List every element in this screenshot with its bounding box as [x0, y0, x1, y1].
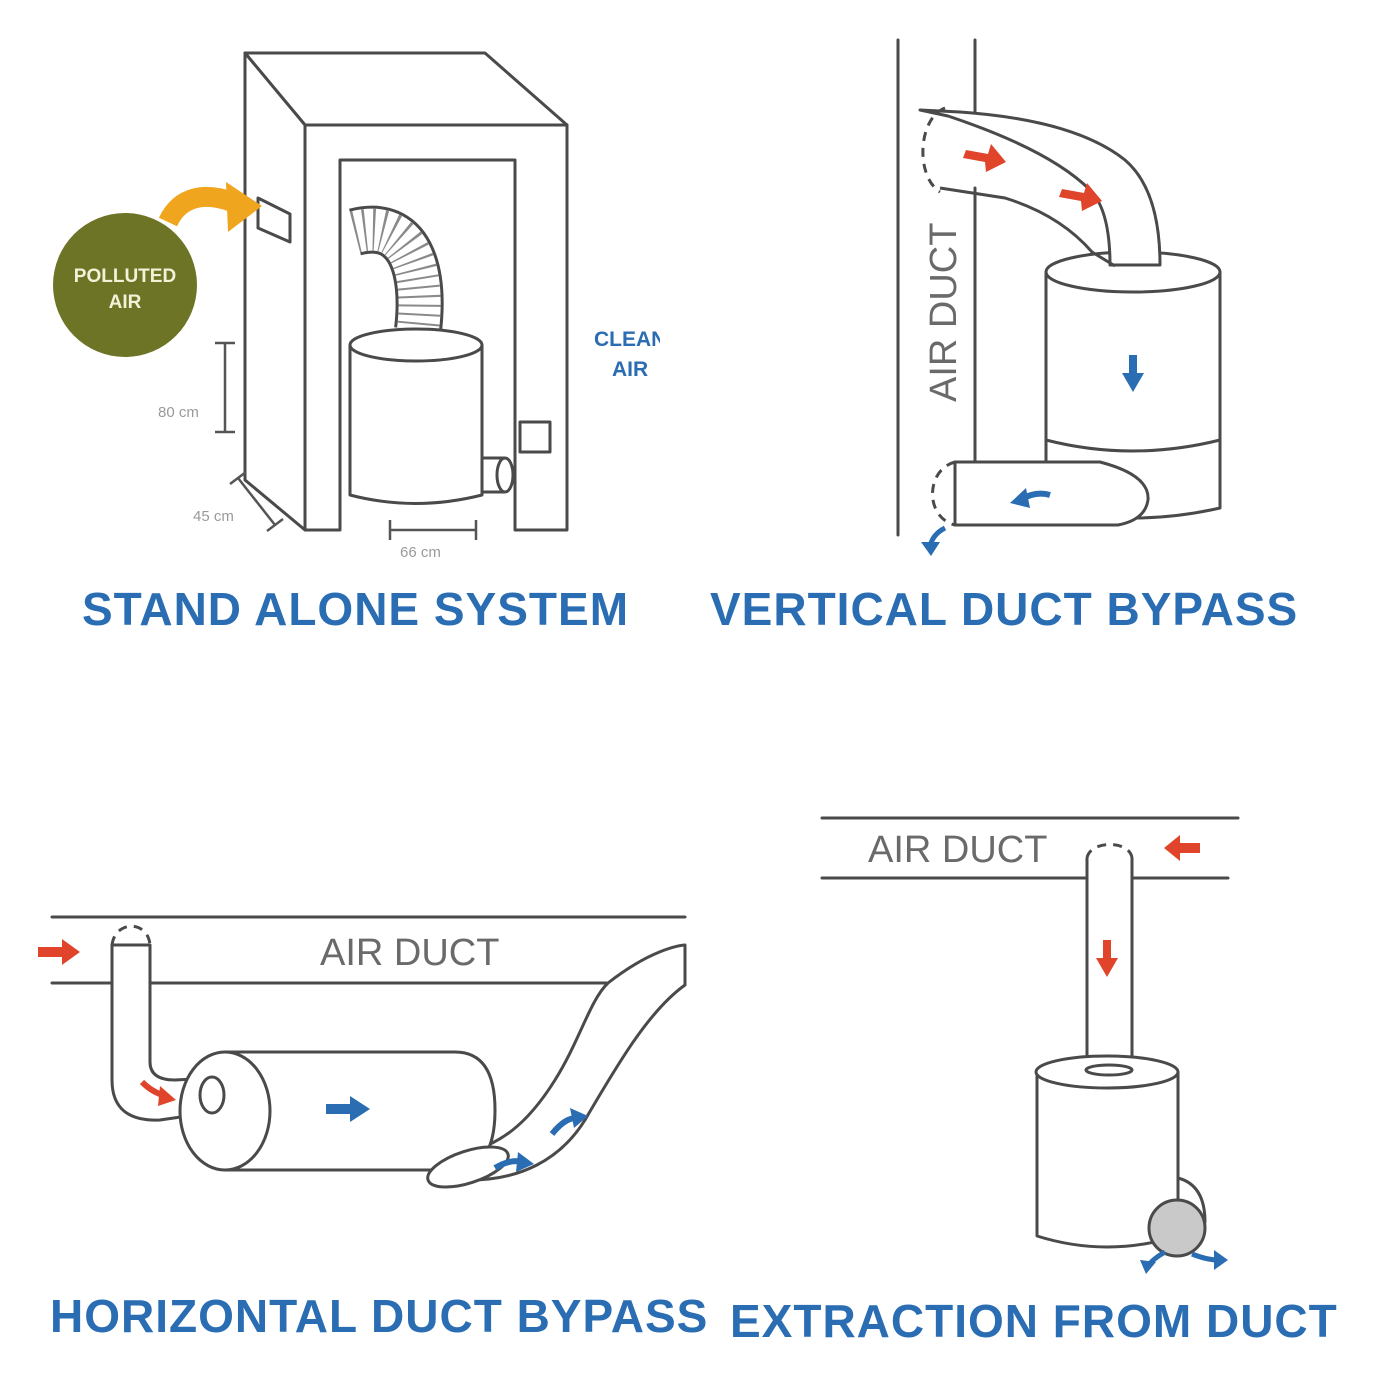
clean-air-label-line2: AIR — [612, 358, 648, 381]
polluted-air-circle — [53, 213, 197, 357]
vertical-air-duct: AIR DUCT — [896, 38, 977, 537]
dimension-height: 80 cm — [158, 341, 235, 434]
dimension-depth-label: 45 cm — [193, 508, 234, 525]
polluted-air-label-line2: AIR — [109, 292, 142, 313]
vertical-duct-label: AIR DUCT — [923, 223, 965, 402]
dimension-width-label: 66 cm — [400, 544, 441, 561]
extraction-fan — [1147, 1198, 1207, 1258]
dimension-height-label: 80 cm — [158, 404, 199, 421]
clean-air-label-line1: CLEAN — [594, 328, 666, 351]
clean-air-waves: CLEAN AIR — [594, 328, 666, 381]
extraction-air-duct: AIR DUCT — [820, 816, 1240, 880]
extraction-duct-label: AIR DUCT — [868, 829, 1047, 871]
horizontal-filter-unit — [178, 1050, 510, 1189]
caption-horizontal: HORIZONTAL DUCT BYPASS — [50, 1290, 708, 1342]
polluted-air-label-line1: POLLUTED — [74, 266, 176, 287]
panel-extraction-from-duct: AIR DUCT EXTRACTION FROM DUCT — [730, 816, 1338, 1347]
horizontal-outlet-pipe — [448, 943, 687, 1182]
horizontal-flow-arrows — [38, 939, 588, 1172]
flexible-hose — [349, 205, 444, 333]
panel-stand-alone-system: CLEAN AIR POLLUTED AIR 80 cm 45 cm — [53, 51, 666, 635]
horizontal-air-duct: AIR DUCT — [50, 915, 687, 985]
vertical-inlet-pipe — [918, 106, 1162, 268]
polluted-air-badge: POLLUTED AIR — [53, 213, 197, 357]
filter-unit — [348, 327, 515, 505]
panel-vertical-duct-bypass: AIR DUCT VERTICAL DUCT BYPASS — [710, 38, 1298, 635]
extraction-flow-arrows — [1096, 835, 1228, 1274]
caption-vertical: VERTICAL DUCT BYPASS — [710, 583, 1298, 635]
horizontal-duct-label: AIR DUCT — [320, 932, 499, 974]
caption-stand-alone: STAND ALONE SYSTEM — [82, 583, 629, 635]
vertical-outlet-pipe — [931, 460, 1150, 527]
vertical-flow-arrows — [921, 144, 1144, 556]
extraction-filter-unit — [1034, 1054, 1207, 1258]
outlet-vent — [518, 420, 552, 454]
panel-horizontal-duct-bypass: AIR DUCT HORIZONTAL DUCT BYPASS — [38, 915, 708, 1342]
dimension-width: 66 cm — [388, 520, 478, 561]
cabinet — [243, 51, 569, 532]
polluted-air-arrow — [158, 182, 262, 232]
caption-extraction: EXTRACTION FROM DUCT — [730, 1295, 1338, 1347]
dimension-depth: 45 cm — [193, 471, 284, 532]
